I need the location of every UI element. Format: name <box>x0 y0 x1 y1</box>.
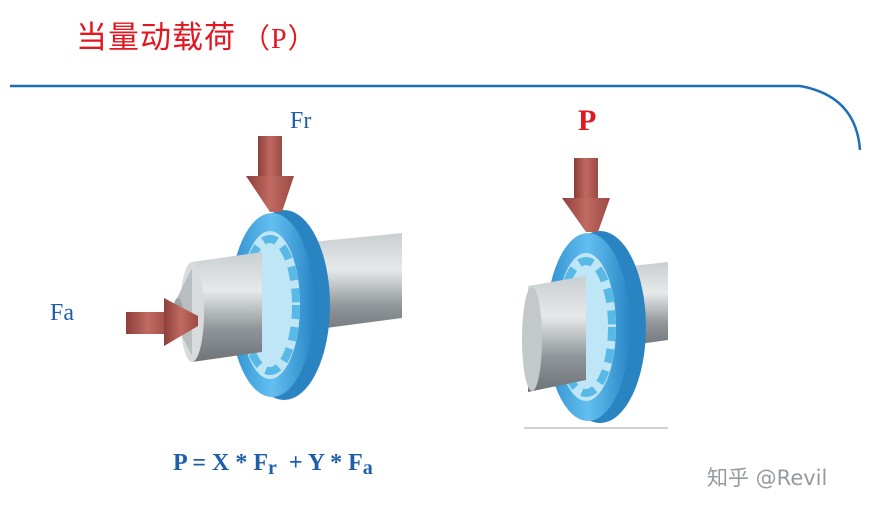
fr-arrow <box>246 136 294 212</box>
p-arrow <box>562 158 610 232</box>
formula-sub-a: a <box>363 457 373 479</box>
formula-lhs: P = X * F <box>173 450 268 476</box>
fr-label: Fr <box>290 108 311 135</box>
right-bearing-assembly <box>522 231 668 428</box>
fa-label: Fa <box>50 300 74 327</box>
watermark: 知乎 @Revil <box>707 462 827 492</box>
header-rule <box>10 86 860 150</box>
p-label: P <box>578 104 596 138</box>
formula-mid: + Y * F <box>277 450 363 476</box>
formula-sub-r: r <box>268 457 277 479</box>
formula: P = X * Fr + Y * Fa <box>173 450 373 480</box>
left-bearing-assembly <box>173 210 402 400</box>
right-shaft-end <box>522 287 542 391</box>
